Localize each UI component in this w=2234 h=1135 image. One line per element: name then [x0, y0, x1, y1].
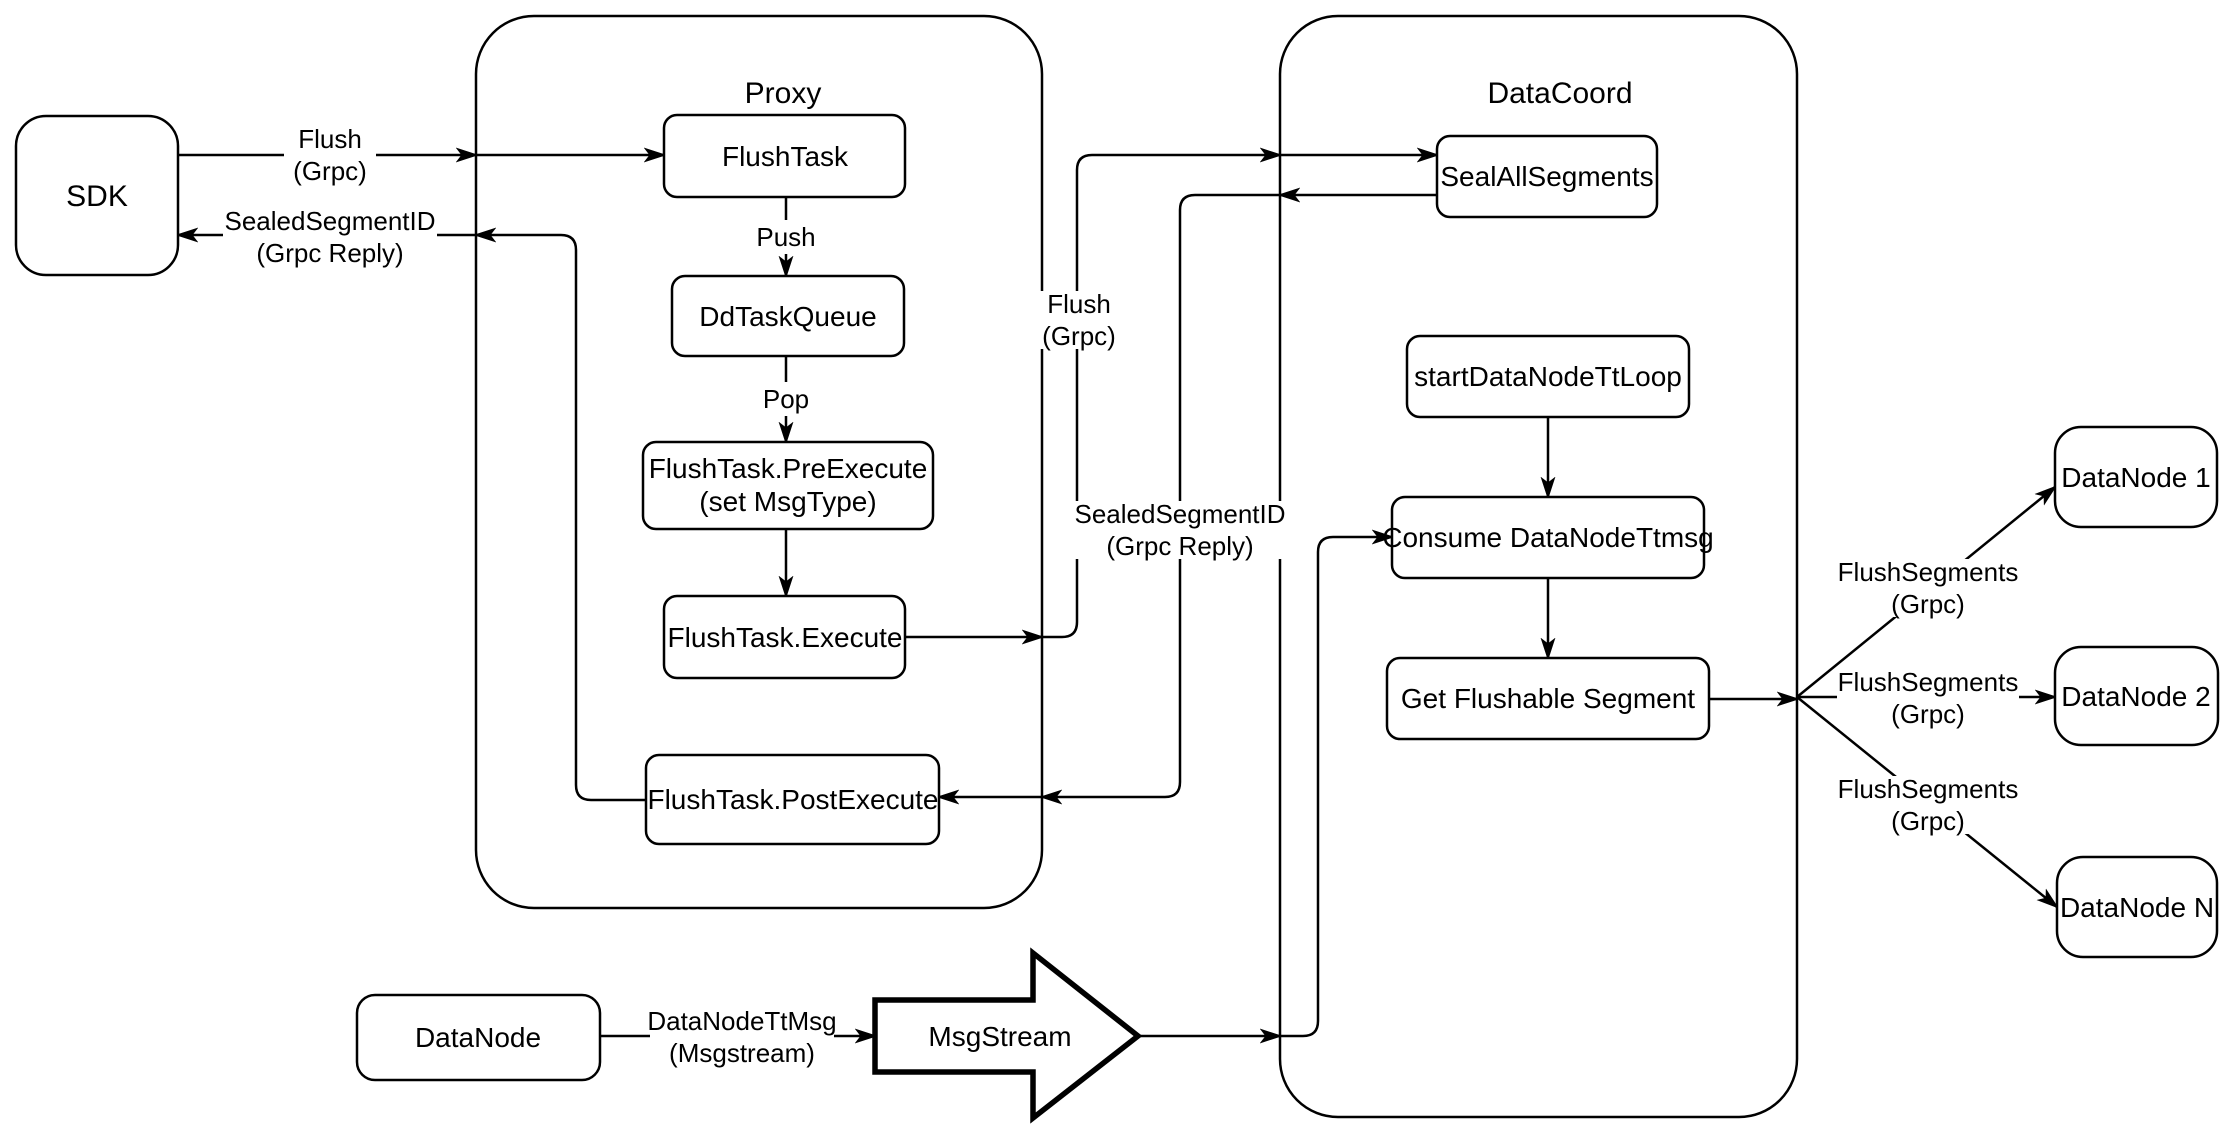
edge-label-flushsegments-1: FlushSegments (Grpc) [1837, 557, 2019, 619]
edge-label-bg [1837, 669, 2019, 727]
node-sealallsegments: SealAllSegments [1435, 134, 1659, 219]
node-flushtask: FlushTask [662, 113, 907, 199]
edge-label-text: (Grpc) [293, 156, 367, 186]
edge-label-text: FlushSegments [1838, 667, 2019, 697]
edge-label-text: Pop [763, 384, 809, 414]
node-datanode2-box [2053, 645, 2220, 747]
node-datanode1-label: DataNode 1 [2061, 462, 2210, 493]
edge-label-flushsegments-2: FlushSegments (Grpc) [1837, 667, 2019, 729]
container-datacoord [1278, 14, 1799, 1119]
node-startdatanodettloop: startDataNodeTtLoop [1405, 334, 1691, 419]
node-datanode-source-box [355, 993, 602, 1082]
node-sdk-label: SDK [66, 180, 128, 213]
node-flushtask-preexecute: FlushTask.PreExecute (set MsgType) [641, 440, 935, 531]
edge-label-flush-grpc-sdk: Flush (Grpc) [284, 124, 376, 186]
node-msgstream-label: MsgStream [928, 1021, 1071, 1052]
node-datanode-source: DataNode [355, 993, 602, 1082]
edge-sealed-reply-riser [1042, 193, 1280, 797]
edge-label-datanodettmsg: DataNodeTtMsg (Msgstream) [647, 1006, 836, 1068]
edge-label-flush-grpc-mid: Flush (Grpc) [1033, 289, 1125, 351]
node-datanode1-box [2053, 425, 2219, 529]
edge-label-pop: Pop [757, 382, 815, 416]
node-consume-datanodettmsg: Consume DataNodeTtmsg [1382, 495, 1714, 580]
node-flushtask-postexecute-label: FlushTask.PostExecute [647, 784, 938, 815]
node-flushtask-postexecute-box [644, 753, 941, 846]
node-datanode1: DataNode 1 [2053, 425, 2219, 529]
edge-label-text: (Grpc) [1891, 589, 1965, 619]
edge-label-bg [223, 208, 437, 266]
node-datanoden: DataNode N [2055, 855, 2219, 959]
edge-label-bg [1837, 559, 2019, 617]
edge-label-sealedsegmentid-mid: SealedSegmentID (Grpc Reply) [1073, 499, 1287, 561]
node-sdk-box [14, 114, 180, 277]
edge-label-text: Flush [298, 124, 362, 154]
edge-label-text: Flush [1047, 289, 1111, 319]
container-proxy [474, 14, 1044, 910]
edge-label-bg [284, 126, 376, 184]
node-consume-datanodettmsg-label: Consume DataNodeTtmsg [1382, 522, 1713, 553]
node-ddtaskqueue: DdTaskQueue [670, 274, 906, 358]
node-consume-datanodettmsg-box [1390, 495, 1706, 580]
edge-postexecute-to-proxy-edge [476, 235, 646, 802]
edge-label-bg [1073, 501, 1287, 559]
node-datanode2-label: DataNode 2 [2061, 681, 2210, 712]
edge-label-text: FlushSegments [1838, 774, 2019, 804]
edge-label-text: Push [756, 222, 815, 252]
edge-label-text: (Grpc Reply) [1106, 531, 1253, 561]
edge-label-text: DataNodeTtMsg [647, 1006, 836, 1036]
node-sealallsegments-box [1435, 134, 1659, 219]
container-datacoord-title: DataCoord [1487, 77, 1632, 110]
node-get-flushable-segment-label: Get Flushable Segment [1401, 683, 1695, 714]
edge-label-bg [1837, 776, 2019, 834]
node-get-flushable-segment: Get Flushable Segment [1385, 656, 1711, 741]
edge-label-sealedsegmentid-sdk: SealedSegmentID (Grpc Reply) [223, 206, 437, 268]
node-flushtask-box [662, 113, 907, 199]
node-datanode-source-label: DataNode [415, 1022, 541, 1053]
node-flushtask-postexecute: FlushTask.PostExecute [644, 753, 941, 846]
edge-label-flushsegments-3: FlushSegments (Grpc) [1837, 774, 2019, 836]
edge-label-text: (Grpc) [1042, 321, 1116, 351]
node-datanode2: DataNode 2 [2053, 645, 2220, 747]
node-datanoden-label: DataNode N [2060, 892, 2214, 923]
node-flushtask-preexecute-box [641, 440, 935, 531]
node-msgstream-arrow-shape [872, 947, 1143, 1124]
node-flushtask-preexecute-label2: (set MsgType) [699, 486, 876, 517]
edge-label-text: SealedSegmentID [1074, 499, 1285, 529]
edge-msgstream-to-consume [1280, 537, 1392, 1038]
node-ddtaskqueue-box [670, 274, 906, 358]
node-sdk: SDK [14, 114, 180, 277]
edge-label-text: SealedSegmentID [224, 206, 435, 236]
edge-flush-riser [1042, 155, 1280, 639]
container-proxy-title: Proxy [745, 77, 822, 110]
edges [178, 155, 2057, 1036]
edge-label-text: (Grpc Reply) [256, 238, 403, 268]
edge-label-bg [757, 382, 815, 416]
edge-label-text: (Grpc) [1891, 699, 1965, 729]
edge-label-bg [751, 220, 821, 254]
edge-label-text: FlushSegments [1838, 557, 2019, 587]
node-ddtaskqueue-label: DdTaskQueue [699, 301, 876, 332]
edge-label-push: Push [751, 220, 821, 254]
node-flushtask-execute-box [662, 594, 907, 680]
node-flushtask-execute-label: FlushTask.Execute [668, 622, 903, 653]
edge-label-bg [1033, 291, 1125, 349]
edge-label-text: (Msgstream) [669, 1038, 815, 1068]
node-flushtask-preexecute-label: FlushTask.PreExecute [649, 453, 928, 484]
node-get-flushable-segment-box [1385, 656, 1711, 741]
node-flushtask-label: FlushTask [722, 141, 849, 172]
node-msgstream: MsgStream [872, 947, 1143, 1124]
node-datanoden-box [2055, 855, 2219, 959]
node-startdatanodettloop-label: startDataNodeTtLoop [1414, 361, 1682, 392]
edge-label-text: (Grpc) [1891, 806, 1965, 836]
node-sealallsegments-label: SealAllSegments [1440, 161, 1653, 192]
node-startdatanodettloop-box [1405, 334, 1691, 419]
edge-label-bg [650, 1008, 834, 1066]
node-flushtask-execute: FlushTask.Execute [662, 594, 907, 680]
